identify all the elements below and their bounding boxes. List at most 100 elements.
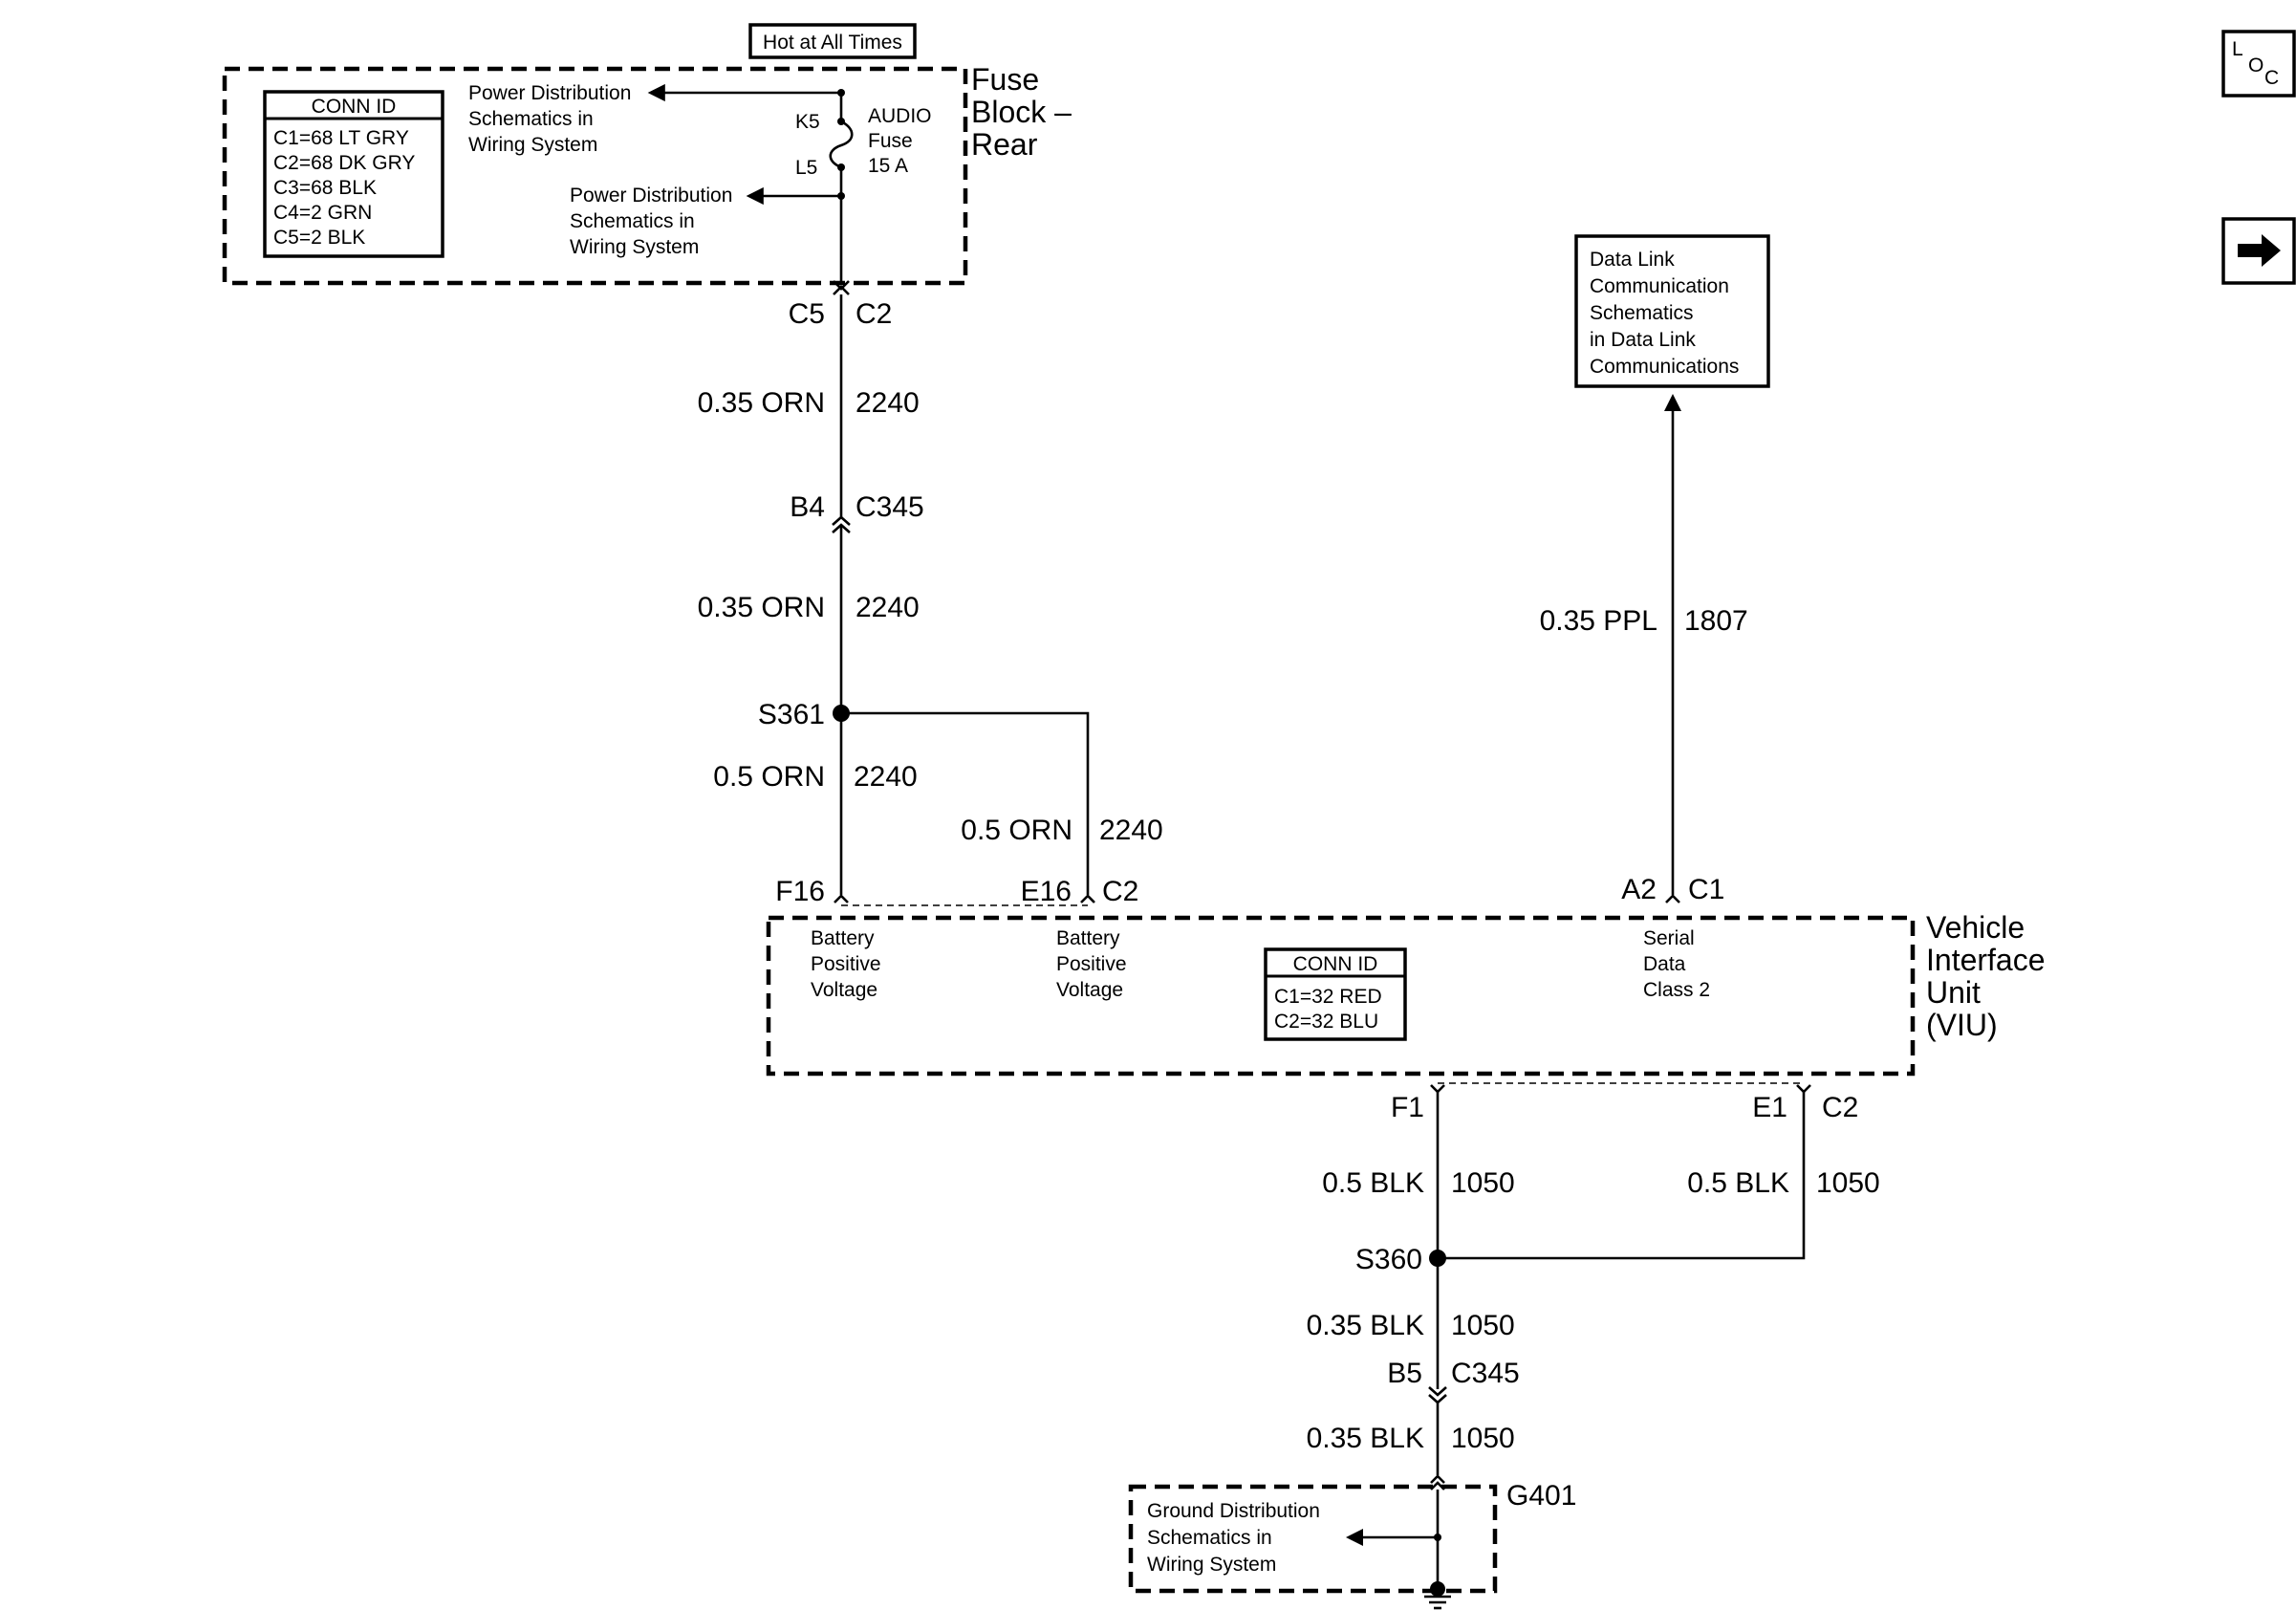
pin-e1-label: E1 <box>1752 1092 1787 1123</box>
wire-size-label: 0.5 BLK <box>1687 1167 1789 1199</box>
data-link-line: in Data Link <box>1590 329 1696 351</box>
loc-letter: O <box>2248 54 2264 76</box>
right-arrow-icon <box>2238 234 2281 267</box>
data-link-box <box>1574 234 1770 388</box>
hot-at-all-times-box <box>748 23 917 59</box>
power-dist-2-line: Schematics in <box>570 210 695 232</box>
ground-outline <box>1128 1484 1498 1594</box>
power-dist-1-line: Power Distribution <box>468 82 631 104</box>
pin-e16-label: E16 <box>1021 876 1072 907</box>
fuse-label-line: AUDIO <box>868 105 932 127</box>
loc-button[interactable]: L O C <box>2221 30 2296 98</box>
wire-size-label: 0.35 ORN <box>698 387 825 419</box>
pin-a2-function: Class 2 <box>1643 979 1710 1001</box>
connector-c2-label: C2 <box>856 298 892 330</box>
wire-circuit-label: 1807 <box>1684 605 1748 637</box>
wire-circuit-label: 1050 <box>1451 1310 1515 1341</box>
connector-c5-symbol <box>833 280 850 291</box>
wire-size-label: 0.5 BLK <box>1322 1167 1424 1199</box>
conn-id-line: C4=2 GRN <box>273 202 372 224</box>
wire-circuit-label: 2240 <box>856 387 920 419</box>
conn-id-line: C5=2 BLK <box>273 227 365 249</box>
wire-circuit-label: 1050 <box>1451 1167 1515 1199</box>
ground-g401: G401 Ground Distribution Schematics in W… <box>1128 1474 1576 1610</box>
data-link-section: Data Link Communication Schematics in Da… <box>1540 234 1770 905</box>
power-dist-2-line: Power Distribution <box>570 185 732 207</box>
pin-a2-function: Data <box>1643 953 1686 975</box>
pin-k5: K5 <box>795 111 820 133</box>
pin-e16-function: Positive <box>1056 953 1127 975</box>
data-link-line: Data Link <box>1590 249 1675 271</box>
viu-outline <box>766 915 1916 1077</box>
connector-c345-bottom-label: C345 <box>1451 1358 1520 1389</box>
fuse-label-line: 15 A <box>868 155 908 177</box>
data-link-line: Communication <box>1590 275 1729 297</box>
pin-f16-function: Positive <box>811 953 881 975</box>
wire-size-label: 0.35 BLK <box>1307 1423 1424 1454</box>
viu-conn-id-title: CONN ID <box>1293 953 1378 975</box>
wire-size-label: 0.5 ORN <box>713 761 825 793</box>
wire-circuit-label: 1050 <box>1816 1167 1880 1199</box>
loc-icon: L O C <box>2232 38 2279 89</box>
fuse-block-title-2: Block – <box>971 95 1072 129</box>
conn-id-line: C3=68 BLK <box>273 177 377 199</box>
pin-e16-function: Voltage <box>1056 979 1123 1001</box>
ground-dist-line: Ground Distribution <box>1147 1500 1320 1522</box>
data-link-arrow <box>1664 394 1681 411</box>
fuse-symbol <box>829 120 854 169</box>
connector-c2-bottom-label: C2 <box>1822 1092 1858 1123</box>
wire-size-label: 0.5 ORN <box>961 815 1072 846</box>
connector-b5-symbol <box>1428 1386 1447 1397</box>
power-dist-1-line: Schematics in <box>468 108 594 130</box>
vehicle-interface-unit: Vehicle Interface Unit (VIU) Battery Pos… <box>766 910 2046 1077</box>
conn-id-title: CONN ID <box>312 96 397 118</box>
connector-c5-label: C5 <box>789 298 825 330</box>
connector-b4-symbol <box>832 515 851 526</box>
wire-1050: F1 E1 C2 0.5 BLK 1050 0.5 BLK 1050 S360 … <box>1307 1082 1880 1475</box>
pin-f16-function: Battery <box>811 927 875 949</box>
viu-title-line: (VIU) <box>1926 1008 1998 1042</box>
power-dist-2-line: Wiring System <box>570 236 699 258</box>
wire-circuit-label: 2240 <box>1099 815 1163 846</box>
pin-a2-label: A2 <box>1621 874 1657 905</box>
conn-id-line: C1=68 LT GRY <box>273 127 409 149</box>
connector-c1-viu-label: C1 <box>1688 874 1724 905</box>
pin-f1-label: F1 <box>1391 1092 1424 1123</box>
ground-g401-label: G401 <box>1506 1480 1576 1512</box>
ground-dist-line: Wiring System <box>1147 1554 1276 1576</box>
next-button[interactable] <box>2221 217 2296 285</box>
fuse-block-title-3: Rear <box>971 127 1038 162</box>
pin-f16-function: Voltage <box>811 979 877 1001</box>
splice-s360-label: S360 <box>1355 1244 1422 1275</box>
wire-size-label: 0.35 ORN <box>698 592 825 623</box>
connector-c345-label: C345 <box>856 491 924 523</box>
viu-conn-id-line: C1=32 RED <box>1274 986 1382 1008</box>
viu-conn-id: CONN ID C1=32 RED C2=32 BLU <box>1264 947 1407 1041</box>
data-link-line: Schematics <box>1590 302 1694 324</box>
fuse-block-rear: Hot at All Times Fuse Block – Rear CONN … <box>222 23 1072 286</box>
fuse-label-line: Fuse <box>868 130 913 152</box>
ground-dist-line: Schematics in <box>1147 1527 1272 1549</box>
pin-l5: L5 <box>795 157 817 179</box>
connector-b4-label: B4 <box>790 491 825 523</box>
wire-circuit-label: 2240 <box>854 761 918 793</box>
viu-title-line: Unit <box>1926 975 1981 1010</box>
ground-dist-arrow <box>1346 1529 1363 1546</box>
connector-b5-label: B5 <box>1387 1358 1422 1389</box>
pin-e16-function: Battery <box>1056 927 1120 949</box>
wire-2240: C5 C2 0.35 ORN 2240 B4 C345 0.35 ORN 224… <box>698 280 1163 907</box>
pin-a2-function: Serial <box>1643 927 1695 949</box>
viu-conn-id-line: C2=32 BLU <box>1274 1011 1378 1033</box>
viu-title-line: Vehicle <box>1926 910 2025 945</box>
pin-f16-label: F16 <box>775 876 825 907</box>
fuse-block-title-1: Fuse <box>971 62 1039 97</box>
data-link-line: Communications <box>1590 356 1739 378</box>
fuse-block-outline <box>222 66 968 286</box>
splice-s360 <box>1429 1250 1446 1267</box>
power-dist-1-line: Wiring System <box>468 134 597 156</box>
connector-c2-viu-label: C2 <box>1102 876 1138 907</box>
loc-letter: C <box>2264 67 2279 89</box>
splice-s361-label: S361 <box>758 699 825 730</box>
wire-size-label: 0.35 BLK <box>1307 1310 1424 1341</box>
